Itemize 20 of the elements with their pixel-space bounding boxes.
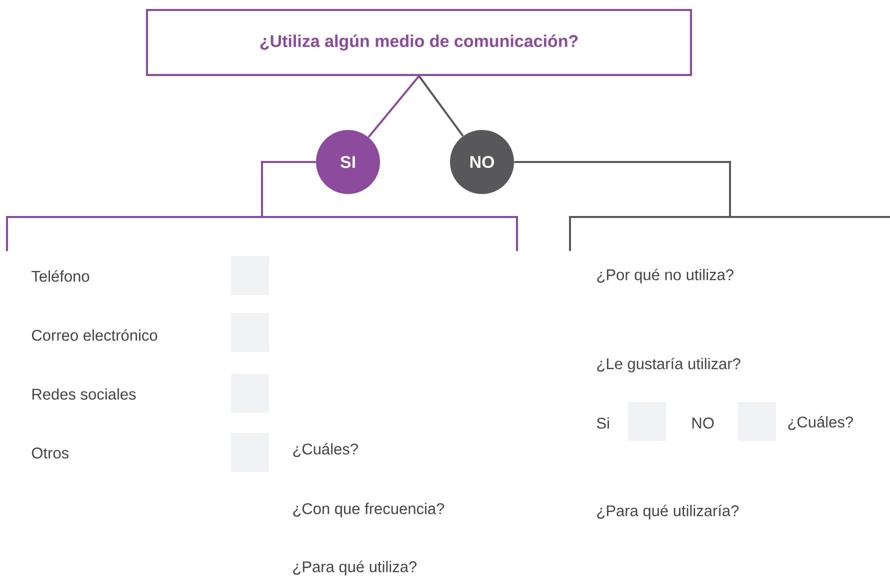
label: NO (692, 418, 714, 428)
label: ¿Cuáles? (788, 416, 853, 430)
label: Teléfono (32, 270, 90, 282)
bracket (6, 216, 518, 251)
question-box: ¿Utiliza algún medio de comunicación? (146, 9, 692, 76)
label: Correo electrónico (32, 329, 158, 341)
label: ¿Le gustaría utilizar? (597, 358, 740, 372)
label: ¿Cuáles? (293, 443, 358, 458)
label: ¿Para qué utiliza? (293, 560, 417, 576)
bracket (569, 216, 890, 251)
connector-line (261, 161, 316, 217)
connector-line (368, 75, 420, 138)
label: Si (596, 417, 609, 429)
label: ¿Para qué utilizaría? (597, 504, 739, 520)
label: Redes sociales (32, 388, 136, 400)
connector-line (418, 75, 464, 137)
label: Otros (32, 448, 69, 458)
label: ¿Con que frecuencia? (293, 502, 444, 518)
connector-line (514, 161, 731, 217)
label: ¿Por qué no utiliza? (597, 268, 734, 284)
